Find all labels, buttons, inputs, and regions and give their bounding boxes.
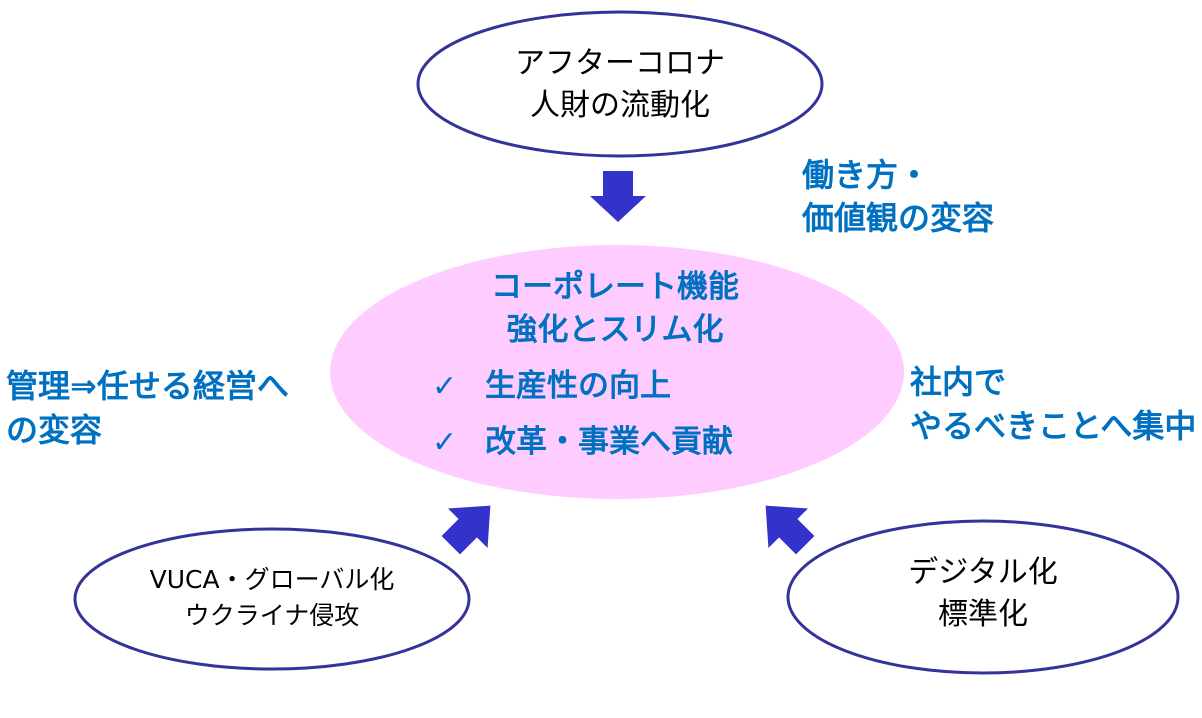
left-oval-line2: ウクライナ侵攻 bbox=[185, 601, 360, 630]
label-top-right-line1: 働き方・ bbox=[802, 156, 930, 194]
label-top-right-line2: 価値観の変容 bbox=[801, 199, 994, 237]
label-right: 社内で やるべきことへ集中 bbox=[910, 363, 1196, 445]
top-oval-line1: アフターコロナ bbox=[515, 46, 725, 81]
top-oval-shape bbox=[416, 10, 824, 158]
label-left-line1: 管理⇒任せる経営へ bbox=[6, 367, 289, 405]
arrow-up-left-icon bbox=[765, 505, 815, 555]
label-right-line1: 社内で bbox=[910, 363, 1006, 401]
top-oval-line2: 人財の流動化 bbox=[530, 88, 710, 123]
left-oval-node: VUCA・グローバル化 ウクライナ侵攻 bbox=[73, 527, 471, 671]
arrow-up-right-icon bbox=[441, 505, 491, 555]
top-oval-node: アフターコロナ 人財の流動化 bbox=[416, 10, 824, 158]
center-title-line2: 強化とスリム化 bbox=[507, 312, 724, 348]
label-top-right: 働き方・ 価値観の変容 bbox=[801, 156, 994, 237]
label-left: 管理⇒任せる経営へ の変容 bbox=[6, 367, 289, 449]
left-oval-shape bbox=[73, 527, 471, 671]
label-right-line2: やるべきことへ集中 bbox=[910, 407, 1196, 445]
right-oval-node: デジタル化 標準化 bbox=[786, 519, 1180, 675]
check-mark-icon: ✓ bbox=[432, 425, 457, 460]
center-oval-shape bbox=[330, 245, 904, 499]
center-item-2: 改革・事業へ貢献 bbox=[485, 424, 733, 460]
label-left-line2: の変容 bbox=[6, 411, 102, 449]
right-oval-line1: デジタル化 bbox=[908, 555, 1057, 590]
center-title-line1: コーポレート機能 bbox=[491, 269, 739, 305]
left-oval-line1: VUCA・グローバル化 bbox=[150, 565, 395, 594]
center-oval-node: コーポレート機能 強化とスリム化 ✓ 生産性の向上 ✓ 改革・事業へ貢献 bbox=[330, 245, 904, 499]
right-oval-line2: 標準化 bbox=[938, 597, 1028, 632]
arrow-down-icon bbox=[590, 171, 646, 222]
center-item-1: 生産性の向上 bbox=[485, 368, 671, 404]
check-mark-icon: ✓ bbox=[432, 369, 457, 404]
right-oval-shape bbox=[786, 519, 1180, 675]
